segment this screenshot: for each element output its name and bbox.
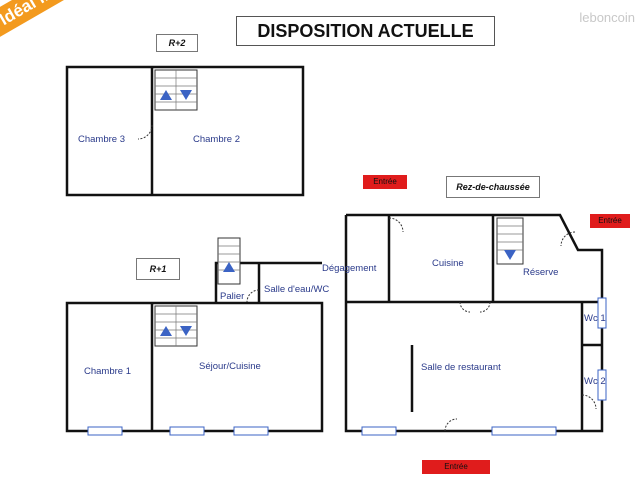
room-reserve: Réserve — [523, 267, 559, 278]
room-palier: Palier — [220, 291, 245, 302]
floor-label-r1: R+1 — [136, 258, 180, 280]
room-wc-1: Wc 1 — [584, 313, 606, 324]
stairs — [154, 69, 524, 347]
room-chambre-2: Chambre 2 — [193, 134, 240, 145]
room-degagement: Dégagement — [322, 263, 377, 274]
room-sejour-cuisine: Séjour/Cuisine — [199, 361, 261, 372]
room-cuisine: Cuisine — [432, 258, 464, 269]
leboncoin-watermark: leboncoin — [579, 10, 635, 25]
entry-label-top-left: Entrée — [363, 175, 407, 189]
floor-label-rdc: Rez-de-chaussée — [446, 176, 540, 198]
stair-arrows — [160, 90, 516, 336]
room-salle-eau: Salle d'eau/WC — [264, 284, 330, 295]
room-chambre-3: Chambre 3 — [78, 134, 125, 145]
rdc-outline — [344, 213, 604, 433]
entry-label-bottom: Entrée — [422, 460, 490, 474]
entry-label-right: Entrée — [590, 214, 630, 228]
windows — [87, 297, 607, 436]
room-chambre-1: Chambre 1 — [84, 366, 131, 377]
r1-palier-walls — [214, 261, 322, 303]
room-wc-2: Wc 2 — [584, 376, 606, 387]
door-arcs — [137, 124, 597, 432]
floor-label-r2: R+2 — [156, 34, 198, 52]
stair-r1-upper — [217, 237, 241, 285]
r2-outline — [65, 65, 305, 197]
room-salle-restaurant: Salle de restaurant — [421, 362, 501, 373]
page-title: DISPOSITION ACTUELLE — [236, 16, 495, 46]
